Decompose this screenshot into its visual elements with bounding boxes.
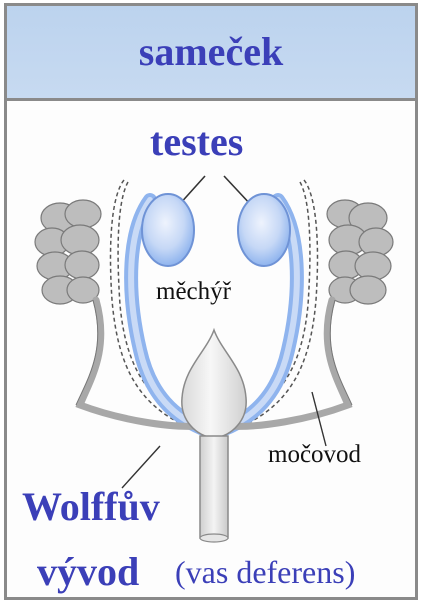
- left-kidney: [35, 200, 101, 304]
- left-testis: [142, 194, 194, 266]
- bladder: [182, 330, 246, 438]
- testes-pointer-lines: [178, 176, 252, 206]
- right-testis: [238, 194, 290, 266]
- wolffian-pointer-line: [122, 446, 160, 488]
- urethra: [200, 436, 228, 542]
- testes-label: testes: [150, 118, 243, 165]
- wolffian-duct-label-line1: Wolffův: [22, 483, 160, 530]
- wolffian-duct-label-line2: vývod: [37, 548, 139, 595]
- bladder-label: měchýř: [156, 278, 231, 306]
- ureter-label: močovod: [268, 441, 361, 469]
- vas-deferens-label: (vas deferens): [175, 554, 355, 591]
- right-kidney: [327, 200, 393, 304]
